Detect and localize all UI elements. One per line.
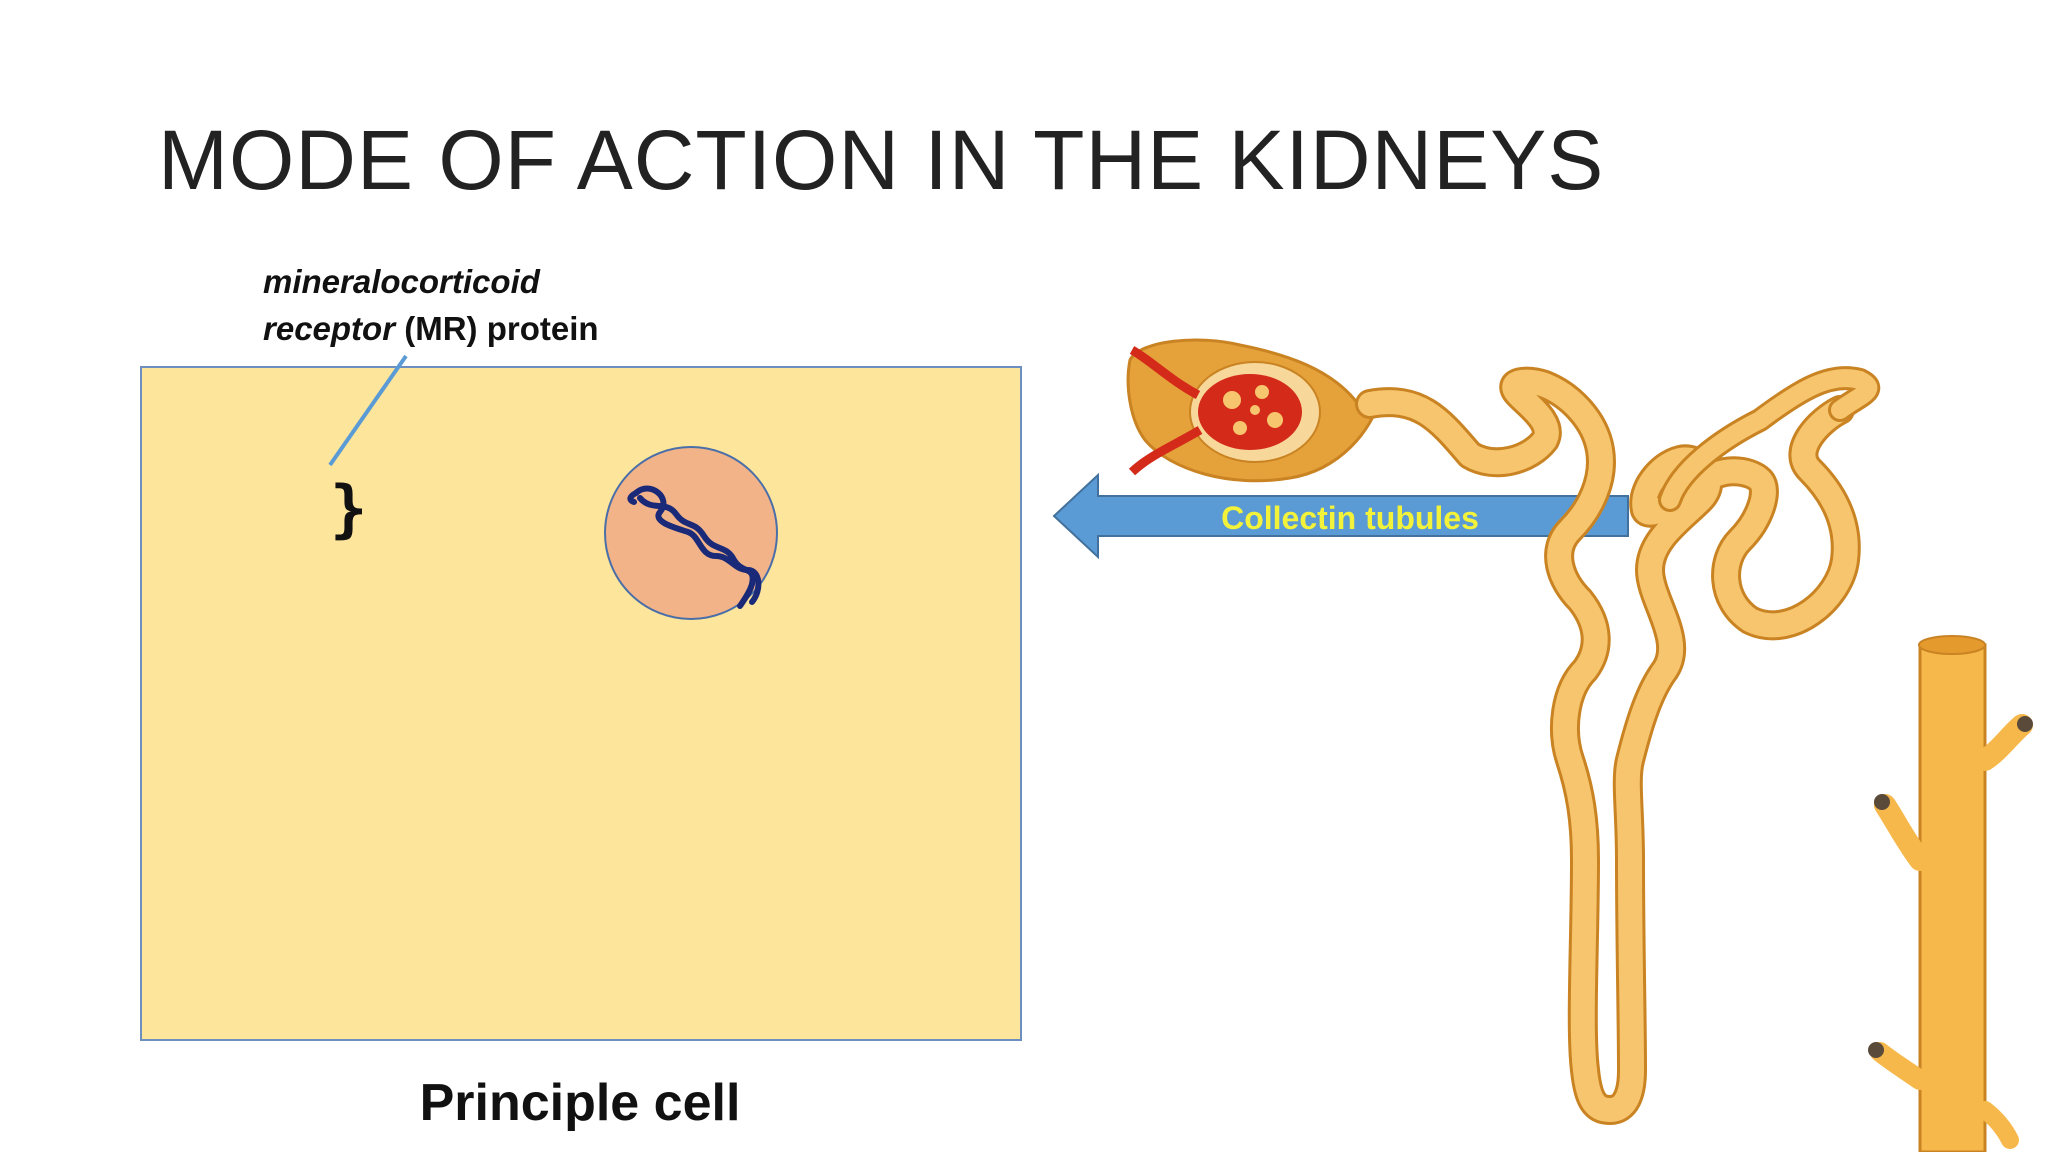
receptor-label-line-2: receptor (MR) protein [263,305,599,352]
nephron-illustration [1126,338,2033,1152]
principle-cell-box [140,366,1022,1041]
arrow-shape [1052,472,1629,560]
receptor-label: mineralocorticoid receptor (MR) protein [263,258,599,352]
receptor-marker: } [330,472,368,545]
receptor-label-italic-1: mineralocorticoid [263,263,540,300]
receptor-label-line-1: mineralocorticoid [263,258,599,305]
receptor-label-italic-2: receptor [263,310,396,347]
slide-title: MODE OF ACTION IN THE KIDNEYS [158,113,1605,207]
arrow-label: Collectin tubules [1221,500,1479,536]
cell-caption: Principle cell [419,1074,741,1132]
receptor-label-rest: (MR) protein [395,310,599,347]
dna-helix [627,485,762,609]
receptor-leader-line [328,354,408,467]
